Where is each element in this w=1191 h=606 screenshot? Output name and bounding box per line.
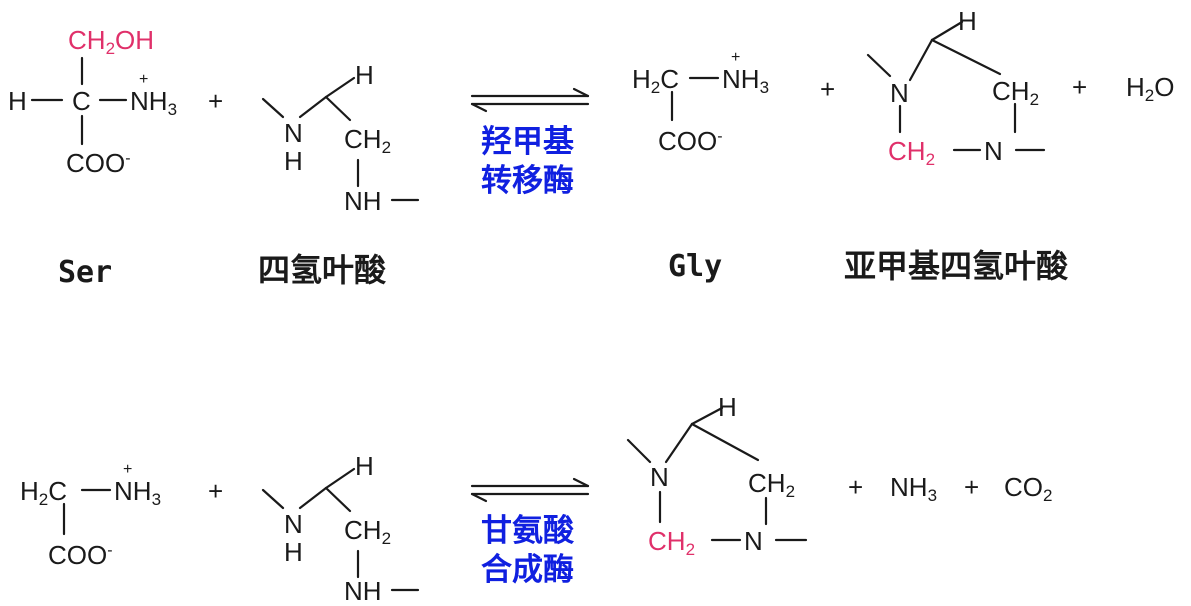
thf2-h-bottom: H: [284, 537, 303, 567]
mthf2-h: H: [718, 392, 737, 422]
bond-mthf1-c-h: [930, 20, 964, 42]
bond-thf2-tail: [261, 488, 285, 510]
thf1-h-ring: H: [355, 60, 374, 90]
gly2-nh3: NH3: [114, 476, 162, 509]
bond-thf1-n-c: [298, 95, 328, 119]
bond-thf2-c-h: [324, 467, 356, 490]
mthf1-n2: N: [984, 136, 1003, 166]
arrow1-forward-head: [572, 87, 590, 98]
bond-thf1-tail: [261, 97, 285, 119]
arrow1-back-head: [470, 102, 488, 113]
plus-r2-1: +: [208, 476, 224, 506]
carbon-dioxide: CO2: [1004, 472, 1053, 505]
bond-thf2-n-c: [298, 486, 328, 510]
gly2-nh3-charge: +: [123, 461, 133, 478]
thf2-n: N: [284, 509, 303, 539]
enzyme2-line1: 甘氨酸: [481, 513, 574, 549]
thf2-ch2: CH2: [344, 515, 392, 548]
ser-nh3-charge: +: [139, 71, 149, 88]
ser-coo: COO-: [66, 148, 131, 178]
thf2-nh: NH: [344, 576, 382, 606]
bond-mthf2-c-h: [690, 406, 724, 426]
label-methylene-thf: 亚甲基四氢叶酸: [844, 247, 1069, 285]
ammonia: NH3: [890, 472, 938, 505]
plus-r2-2: +: [848, 472, 864, 502]
ser-nh3: NH3: [130, 86, 178, 119]
gly2-coo: COO-: [48, 540, 113, 570]
enzyme1-line2: 转移酶: [481, 163, 574, 199]
gly1-coo: COO-: [658, 126, 723, 156]
label-thf: 四氢叶酸: [258, 251, 387, 289]
bond-thf1-c-ch2: [324, 95, 352, 122]
mthf1-n1: N: [890, 78, 909, 108]
enzyme2-line2: 合成酶: [481, 552, 574, 588]
arrow2-back-head: [470, 492, 488, 503]
mthf1-ch2-right: CH2: [992, 76, 1040, 109]
mthf1-h: H: [958, 6, 977, 36]
ser-alpha-c: C: [72, 86, 91, 116]
bond-thf1-c-h: [324, 76, 356, 99]
bond-mthf2-tail: [626, 438, 652, 464]
bond-mthf1-tail: [866, 53, 892, 78]
bond-mthf1-n-c: [908, 38, 934, 82]
enzyme1-line1: 羟甲基: [481, 124, 574, 160]
thf1-h-bottom: H: [284, 146, 303, 176]
plus-r1-1: +: [208, 86, 224, 116]
mthf2-n1: N: [650, 462, 669, 492]
bond-mthf1-c-ring: [930, 38, 1002, 76]
thf1-nh: NH: [344, 186, 382, 216]
gly1-h2c: H2C: [632, 64, 680, 97]
bond-thf2-c-ch2: [324, 486, 352, 513]
label-ser: Ser: [58, 255, 113, 290]
plus-r1-2: +: [820, 74, 836, 104]
water: H2O: [1126, 72, 1175, 105]
gly1-nh3-charge: +: [731, 49, 741, 66]
gly2-h2c: H2C: [20, 476, 68, 509]
thf1-n: N: [284, 118, 303, 148]
thf2-h-ring: H: [355, 451, 374, 481]
label-gly: Gly: [668, 249, 723, 284]
ser-ch2oh: CH2OH: [68, 25, 155, 58]
mthf2-ch2-right: CH2: [748, 468, 796, 501]
mthf2-ch2-bridge: CH2: [648, 526, 696, 559]
gly1-nh3: NH3: [722, 64, 770, 97]
bond-mthf2-c-ring: [690, 422, 760, 462]
mthf1-ch2-bridge: CH2: [888, 136, 936, 169]
plus-r1-3: +: [1072, 72, 1088, 102]
plus-r2-3: +: [964, 472, 980, 502]
ser-h: H: [8, 86, 27, 116]
arrow2-forward-head: [572, 477, 590, 488]
thf1-ch2: CH2: [344, 124, 392, 157]
mthf2-n2: N: [744, 526, 763, 556]
bond-mthf2-n-c: [664, 422, 694, 464]
